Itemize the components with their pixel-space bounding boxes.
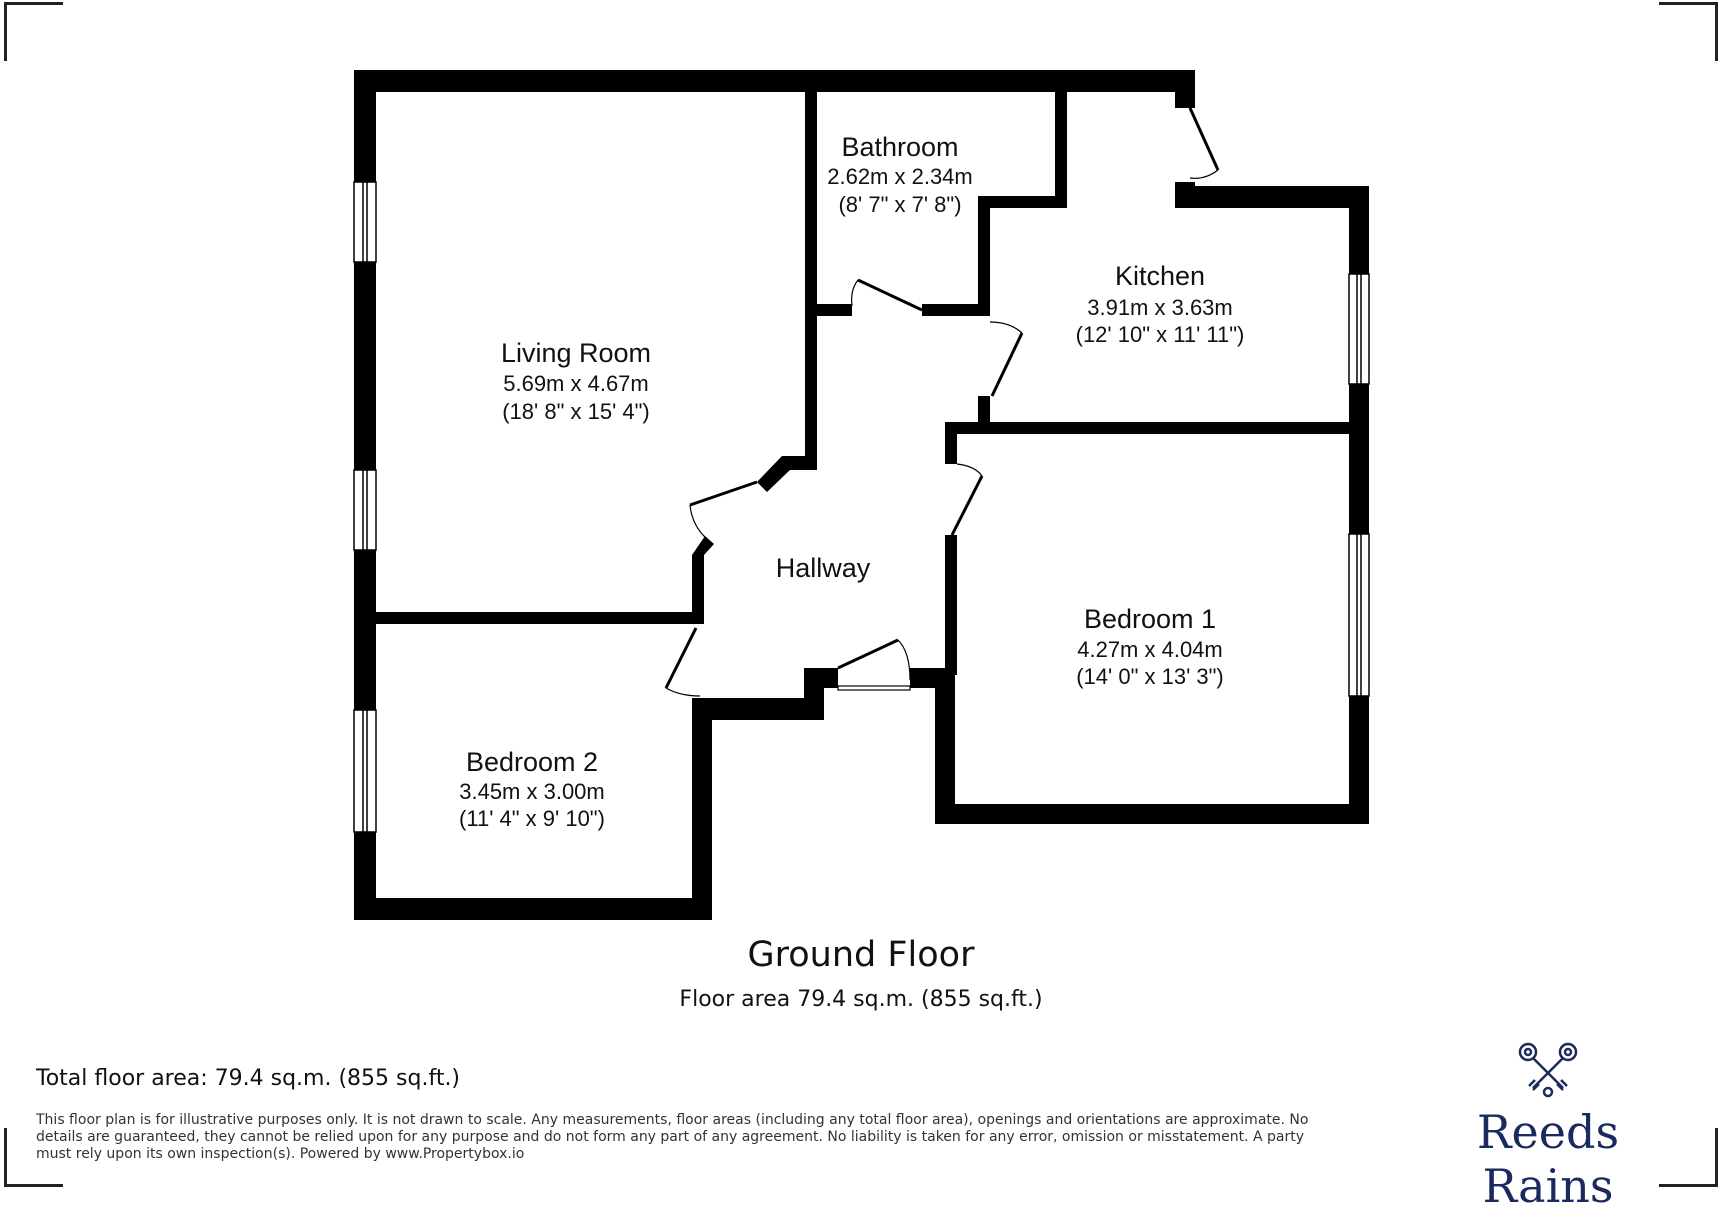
- wall-bath-kitchen-h: [978, 196, 1067, 208]
- wall-living-bath: [805, 90, 817, 470]
- kitchen-imperial: (12' 10" x 11' 11"): [1076, 322, 1245, 347]
- bathroom-imperial: (8' 7" x 7' 8"): [838, 192, 961, 217]
- door-entrance-threshold: [837, 685, 911, 691]
- living-room-name: Living Room: [501, 338, 651, 368]
- bedroom-2-name: Bedroom 2: [466, 747, 598, 777]
- living-room-imperial: (18' 8" x 15' 4"): [502, 399, 650, 424]
- kitchen-metric: 3.91m x 3.63m: [1087, 295, 1233, 320]
- wall-kitchen-top: [1175, 186, 1369, 208]
- wall-top: [354, 70, 1195, 92]
- door-bedroom-2: [664, 627, 698, 689]
- bedroom-1-metric: 4.27m x 4.04m: [1077, 637, 1223, 662]
- crop-mark-top-right: [1659, 2, 1718, 61]
- wall-living-door-post: [692, 555, 704, 624]
- crop-mark-top-left: [4, 2, 63, 61]
- door-bathroom: [857, 278, 923, 312]
- wall-bedroom1-door-post: [945, 422, 957, 464]
- wall-kitchen-left-lower: [978, 396, 990, 426]
- wall-bath-kitchen-v: [1055, 90, 1067, 208]
- bedroom-1-imperial: (14' 0" x 13' 3"): [1076, 664, 1224, 689]
- wall-living-corner: [757, 456, 817, 492]
- window-living-2: [353, 469, 377, 551]
- door-entrance: [837, 638, 899, 670]
- bathroom-metric: 2.62m x 2.34m: [827, 164, 973, 189]
- door-bedroom-1: [950, 475, 984, 536]
- kitchen-name: Kitchen: [1115, 261, 1205, 291]
- wall-bedroom2-bottom: [354, 898, 712, 920]
- wall-bedroom1-left-upper: [945, 535, 957, 675]
- room-labels: Living Room 5.69m x 4.67m (18' 8" x 15' …: [459, 132, 1244, 831]
- doors: [664, 107, 1220, 697]
- wall-bath-bottom-left: [812, 304, 852, 316]
- bathroom-name: Bathroom: [841, 132, 958, 162]
- wall-living-bedroom2: [376, 612, 704, 624]
- wall-kitchen-door-post-bottom: [1175, 182, 1195, 208]
- wall-bedroom2-right: [692, 698, 712, 920]
- wall-bath-bottom-right: [922, 304, 990, 316]
- window-kitchen: [1348, 273, 1370, 385]
- windows: [353, 181, 1370, 833]
- floor-title: Ground Floor: [747, 935, 975, 975]
- door-kitchen-external: [1188, 107, 1220, 171]
- wall-bedroom1-left-lower: [935, 668, 955, 824]
- wall-entrance-left: [692, 698, 824, 720]
- bedroom-2-metric: 3.45m x 3.00m: [459, 779, 605, 804]
- window-bedroom1: [1348, 533, 1370, 697]
- disclaimer: This floor plan is for illustrative purp…: [36, 1112, 1309, 1162]
- window-bedroom2: [353, 709, 377, 833]
- living-room-metric: 5.69m x 4.67m: [503, 371, 649, 396]
- wall-entrance-cap-left: [804, 668, 838, 688]
- crop-mark-bottom-right: [1659, 1128, 1718, 1187]
- logo-text: Reeds Rains: [1476, 1105, 1620, 1213]
- wall-kitchen-door-post-top: [1175, 70, 1195, 108]
- bedroom-2-imperial: (11' 4" x 9' 10"): [459, 806, 605, 831]
- crossed-keys-icon: [1518, 1042, 1578, 1098]
- wall-kitchen-left-upper: [978, 196, 990, 312]
- window-living-1: [353, 181, 377, 263]
- wall-kitchen-bedroom1: [945, 422, 1351, 434]
- reeds-rains-logo: Reeds Rains: [1408, 1040, 1688, 1213]
- crop-mark-bottom-left: [4, 1128, 63, 1187]
- wall-living-door-post-diag: [692, 536, 714, 555]
- hallway-name: Hallway: [776, 553, 871, 583]
- bedroom-1-name: Bedroom 1: [1084, 604, 1216, 634]
- total-floor-area: Total floor area: 79.4 sq.m. (855 sq.ft.…: [36, 1066, 461, 1091]
- door-kitchen: [990, 332, 1024, 397]
- door-living-room: [689, 480, 758, 507]
- floor-area: Floor area 79.4 sq.m. (855 sq.ft.): [679, 987, 1043, 1012]
- wall-bedroom1-bottom: [935, 804, 1369, 824]
